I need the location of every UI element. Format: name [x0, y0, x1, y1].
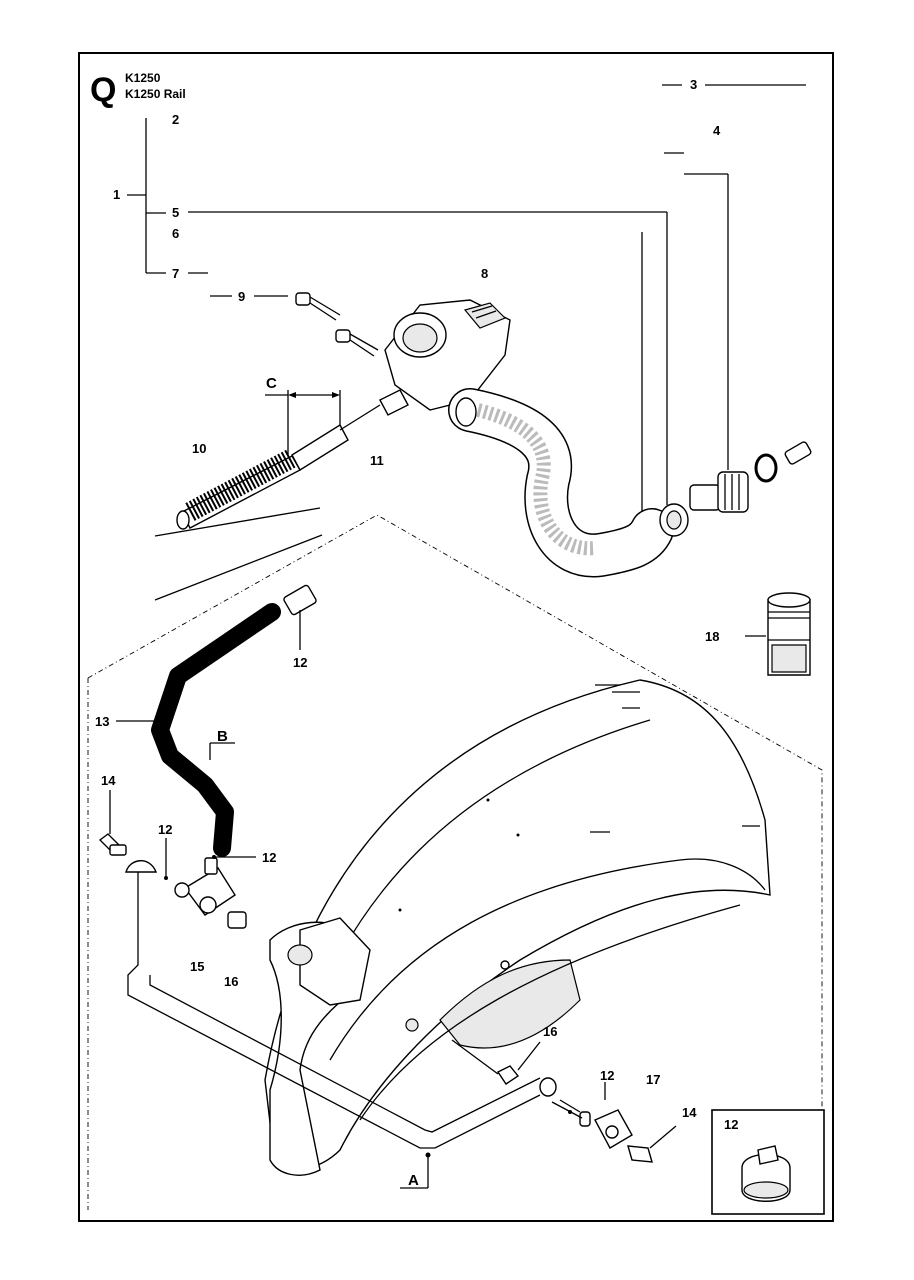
leader-lines-lower — [109, 610, 606, 1113]
kit-bracket — [127, 84, 806, 520]
callout-1: 1 — [113, 187, 120, 202]
guard-rail-pipe — [127, 872, 557, 1189]
callout-16b: 16 — [543, 1024, 557, 1039]
guard-outline-dashed — [87, 514, 823, 1210]
callout-4: 4 — [713, 123, 721, 138]
callout-6: 6 — [172, 226, 179, 241]
callout-17: 17 — [646, 1072, 660, 1087]
model-name-2: K1250 Rail — [125, 87, 186, 101]
clamp-17 — [551, 1101, 633, 1149]
callout-14b: 14 — [682, 1105, 697, 1120]
callout-9: 9 — [238, 289, 245, 304]
section-letter: Q — [90, 71, 116, 109]
letter-A: A — [408, 1172, 419, 1189]
callout-2: 2 — [172, 112, 179, 127]
water-valve-handle — [379, 299, 511, 416]
callout-13: 13 — [95, 714, 109, 729]
screw-14-left — [98, 833, 127, 856]
hose-coupling-18 — [745, 592, 811, 676]
hose-coupling — [689, 441, 812, 513]
callout-12a: 12 — [293, 655, 307, 670]
callout-7: 7 — [172, 266, 179, 281]
model-name-1: K1250 — [125, 71, 161, 85]
water-valve-15 — [174, 857, 247, 929]
screw-9 — [295, 292, 379, 357]
callout-16a: 16 — [224, 974, 238, 989]
callout-8: 8 — [481, 266, 488, 281]
screw-14-right — [627, 1125, 677, 1163]
callout-12d: 12 — [600, 1068, 614, 1083]
callout-12e: 12 — [724, 1117, 738, 1132]
callout-18: 18 — [705, 629, 719, 644]
water-hose-main — [448, 388, 689, 578]
spray-nozzle — [154, 404, 381, 601]
letter-B: B — [217, 728, 228, 745]
callout-12b: 12 — [158, 822, 172, 837]
blade-guard — [264, 679, 771, 1176]
callout-5: 5 — [172, 205, 179, 220]
callout-10: 10 — [192, 441, 206, 456]
hose-clamp-detail — [741, 1145, 791, 1202]
diagram-frame — [78, 52, 834, 1222]
nut-16 — [451, 1039, 541, 1085]
callout-15: 15 — [190, 959, 204, 974]
end-cap — [125, 860, 158, 873]
callout-14a: 14 — [101, 773, 116, 788]
letter-C: C — [266, 375, 277, 392]
callout-12c: 12 — [262, 850, 276, 865]
callout-3: 3 — [690, 77, 697, 92]
callout-11: 11 — [370, 453, 384, 468]
water-tube-13 — [151, 584, 317, 857]
